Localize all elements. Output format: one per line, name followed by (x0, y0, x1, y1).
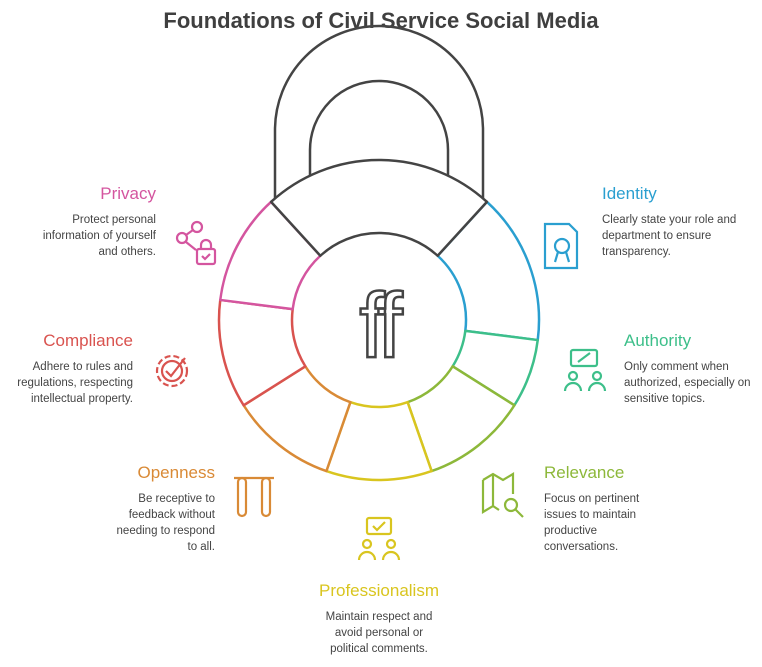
professionalism-desc: Maintain respect and avoid personal or p… (325, 611, 433, 655)
item-authority: Authority Only comment when authorized, … (624, 331, 754, 407)
professionalism-title: Professionalism (319, 581, 439, 600)
share-lock-icon (175, 220, 217, 266)
authority-desc: Only comment when authorized, especially… (624, 361, 751, 405)
shackle-outer (273, 24, 485, 198)
shackle-inner (308, 79, 450, 180)
gear-check-icon (155, 354, 189, 388)
map-search-icon (481, 472, 524, 518)
identity-title: Identity (602, 184, 657, 203)
center-logo: ff (359, 275, 403, 377)
item-openness: Openness Be receptive to feedback withou… (45, 463, 215, 555)
diagram-title: Foundations of Civil Service Social Medi… (163, 8, 599, 33)
identity-desc: Clearly state your role and department t… (602, 214, 737, 258)
relevance-desc: Focus on pertinent issues to maintain pr… (544, 493, 640, 553)
privacy-title: Privacy (100, 184, 156, 203)
item-relevance: Relevance Focus on pertinent issues to m… (544, 463, 654, 555)
people-approval-icon (563, 348, 607, 392)
segment-lock-top (269, 158, 489, 258)
openness-desc: Be receptive to feedback without needing… (116, 493, 215, 553)
authority-title: Authority (624, 331, 692, 350)
people-chat-check-icon (357, 516, 401, 561)
openness-title: Openness (137, 463, 216, 482)
compliance-title: Compliance (43, 331, 133, 350)
compliance-desc: Adhere to rules and regulations, respect… (17, 361, 133, 405)
relevance-title: Relevance (544, 463, 625, 482)
hanging-rings-icon (234, 476, 274, 518)
privacy-desc: Protect personal information of yourself… (42, 214, 156, 258)
item-professionalism: Professionalism Maintain respect and avo… (294, 581, 464, 657)
item-privacy: Privacy Protect personal information of … (0, 184, 156, 260)
item-identity: Identity Clearly state your role and dep… (602, 184, 742, 260)
item-compliance: Compliance Adhere to rules and regulatio… (0, 331, 133, 407)
certificate-icon (543, 222, 579, 270)
